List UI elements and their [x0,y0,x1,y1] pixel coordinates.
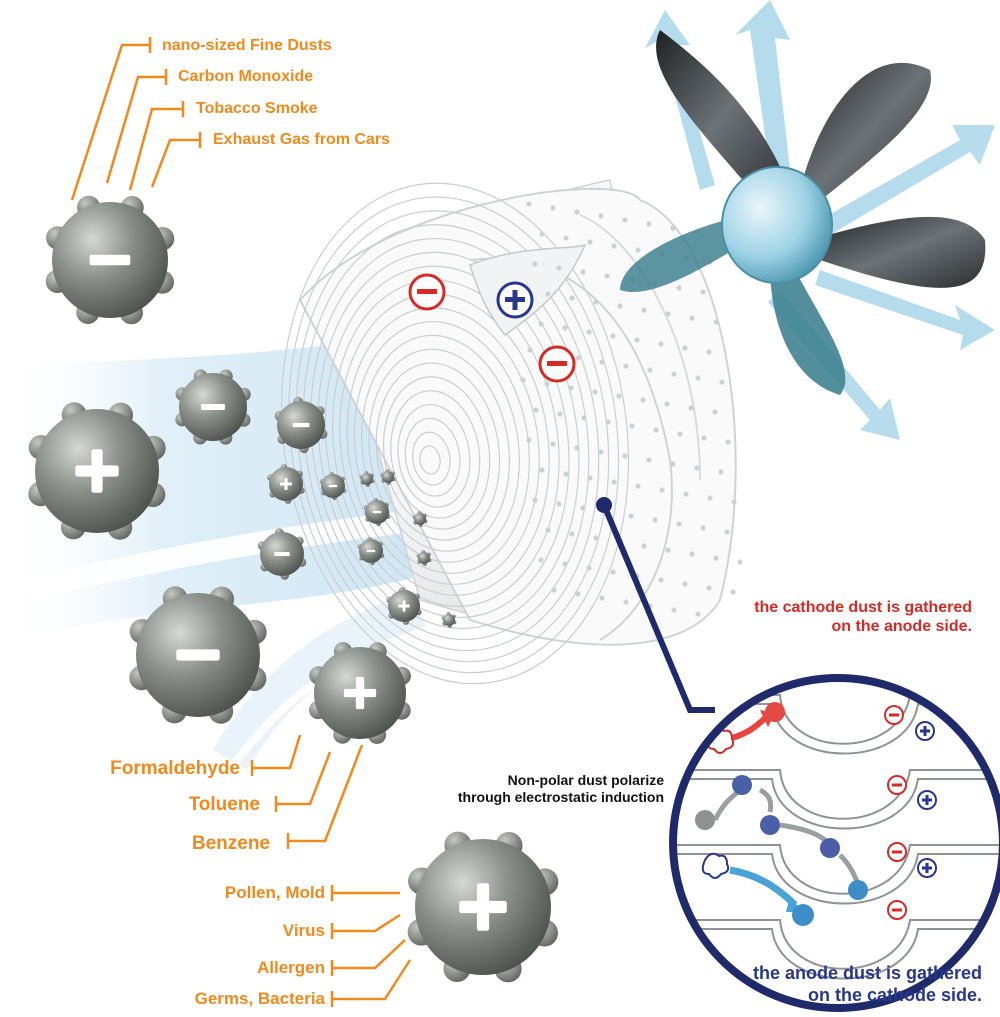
particle [416,550,432,566]
magnified-detail [669,674,1000,1012]
particle [45,195,175,325]
particle [441,612,457,628]
label-allergen: Allergen [256,958,325,977]
fan-hub [721,166,833,284]
particle [257,528,307,580]
negative-sign-icon [408,273,446,311]
induction-caption: Non-polar dust polarize through electros… [457,772,664,805]
fan [620,0,995,440]
particle [357,536,385,566]
label-virus: Virus [282,921,325,940]
fan-blade [620,215,750,292]
particle [309,642,411,744]
dust-particles [28,195,559,983]
label-nano-sized-fine-dusts: nano-sized Fine Dusts [162,37,332,54]
detail-polarity-icons [884,705,937,920]
positive-sign-icon [496,281,534,319]
label-exhaust-gas-from-cars: Exhaust Gas from Cars [213,131,390,148]
label-tobacco-smoke: Tobacco Smoke [196,100,318,117]
fan-blade [656,30,790,200]
particle [267,464,305,504]
particle [380,469,396,485]
anode-dust-caption: the anode dust is gathered on the cathod… [752,963,982,1005]
particle [129,586,267,724]
top-label-leaders [70,37,202,201]
cathode-dust-caption: the cathode dust is gathered on the anod… [754,599,972,636]
particle [363,497,391,527]
label-pollen-mold: Pollen, Mold [224,883,325,902]
fan-blade [800,62,931,205]
label-germs-bacteria: Germs, Bacteria [194,989,325,1008]
particle [274,396,328,454]
label-carbon-monoxide: Carbon Monoxide [178,68,314,85]
bottom-label-leaders [330,885,412,1007]
fan-blade [770,260,846,395]
particle [175,369,251,445]
particle [386,587,422,625]
collector-plates [673,694,1000,980]
particle [412,511,428,527]
fan-blade [810,216,986,288]
filter-spiral [281,182,630,685]
middle-label-leaders [250,734,364,849]
particle [28,402,166,540]
magnifier-connector [596,497,715,713]
label-benzene: Benzene [191,833,270,854]
particle [359,471,375,487]
particle [319,471,347,501]
label-formaldehyde: Formaldehyde [110,758,240,779]
particle [407,831,559,983]
negative-sign-icon [538,345,576,383]
label-toluene: Toluene [188,794,260,815]
detail-dust-particles [695,702,868,926]
